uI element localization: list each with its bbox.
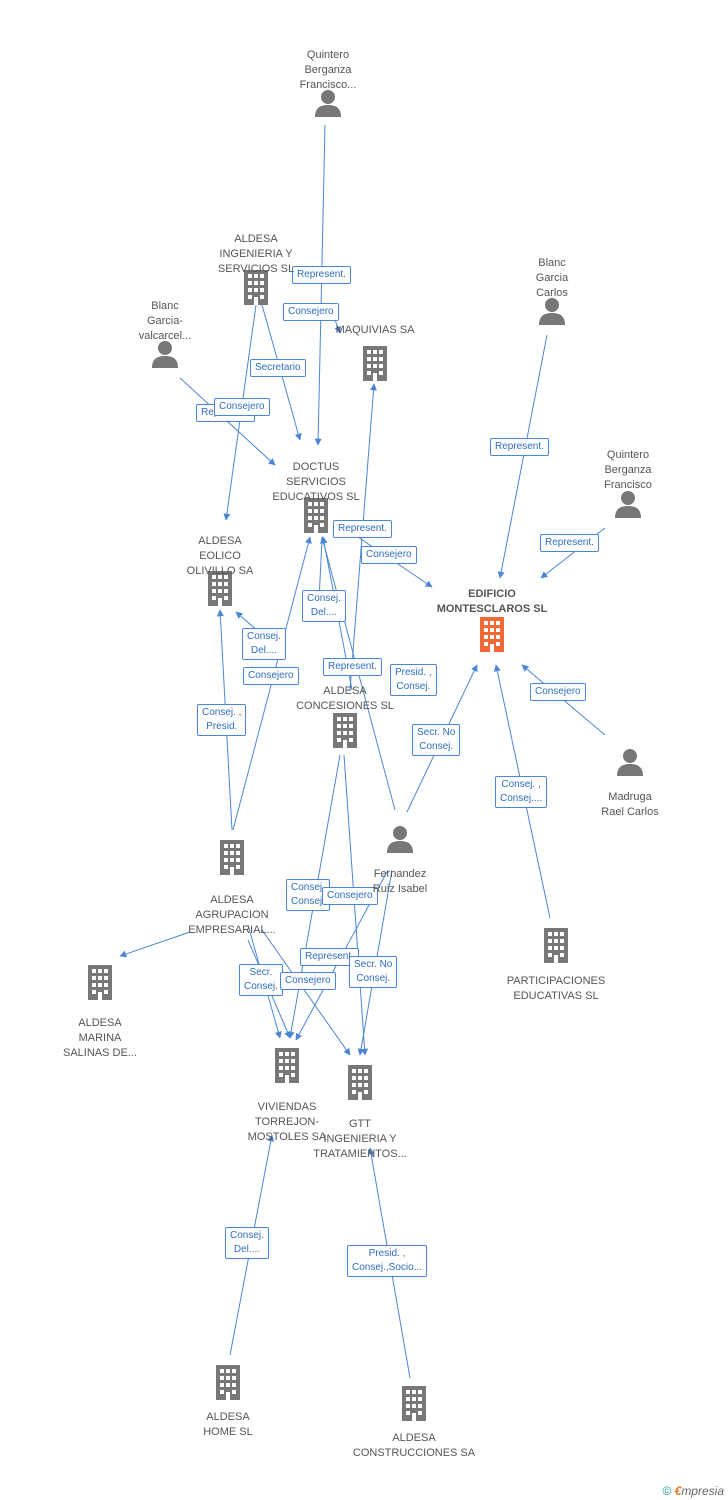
edge-line-4 [334, 319, 342, 334]
node-label-aldesa-marina[interactable]: ALDESA MARINA SALINAS DE... [63, 1017, 137, 1059]
node-label-aldesa-constr[interactable]: ALDESA CONSTRUCCIONES SA [352, 1432, 476, 1459]
edge-label[interactable]: Consejero [530, 683, 586, 701]
building-icon[interactable] [402, 1386, 426, 1421]
node-label-quintero2[interactable]: Quintero Berganza Francisco [604, 449, 652, 491]
edge-label[interactable]: Consej. Del.... [302, 590, 346, 622]
edge-label[interactable]: Consejero [322, 887, 378, 905]
node-label-aldesa-agr[interactable]: ALDESA AGRUPACION EMPRESARIAL... [188, 894, 276, 936]
node-label-doctus[interactable]: DOCTUS SERVICIOS EDUCATIVOS SL [272, 461, 360, 503]
building-icon[interactable] [544, 928, 568, 963]
node-label-gtt[interactable]: GTT INGENIERIA Y TRATAMIENTOS... [313, 1118, 407, 1160]
building-icon[interactable] [348, 1065, 372, 1100]
person-icon[interactable] [617, 749, 643, 776]
building-icon[interactable] [333, 713, 357, 748]
node-label-quintero1[interactable]: Quintero Berganza Francisco... [299, 49, 357, 91]
building-icon[interactable] [363, 346, 387, 381]
edge-label[interactable]: Presid. , Consej.,Socio... [347, 1245, 428, 1277]
node-label-participaciones[interactable]: PARTICIPACIONES EDUCATIVAS SL [506, 975, 606, 1002]
edge-line-extra-0 [119, 931, 191, 958]
person-icon[interactable] [152, 341, 178, 368]
building-icon[interactable] [220, 840, 244, 875]
edge-label[interactable]: Secr. Consej. [239, 964, 283, 996]
node-label-edificio[interactable]: EDIFICIO MONTESCLAROS SL [436, 588, 548, 615]
person-icon[interactable] [315, 90, 341, 117]
node-label-viviendas[interactable]: VIVIENDAS TORREJON- MOSTOLES SA [247, 1101, 327, 1143]
node-label-madruga[interactable]: Madruga Rael Carlos [601, 791, 659, 818]
edge-label[interactable]: Presid. , Consej. [390, 664, 437, 696]
node-label-blanc-gc[interactable]: Blanc Garcia Carlos [535, 257, 569, 299]
node-label-aldesa-conc[interactable]: ALDESA CONCESIONES SL [296, 685, 394, 712]
edge-label[interactable]: Consej. Del.... [242, 628, 286, 660]
node-label-fernandez[interactable]: Fernandez Ruiz Isabel [372, 868, 428, 895]
edge-label[interactable]: Consejero [283, 303, 339, 321]
footer-brand: © €mpresia [662, 1484, 724, 1498]
edge-line-20 [261, 929, 351, 1056]
person-icon[interactable] [539, 298, 565, 325]
copyright-symbol: © [662, 1484, 672, 1498]
edge-line-0 [314, 124, 326, 446]
edge-label[interactable]: Secr. No Consej. [412, 724, 461, 756]
node-label-blanc-gv[interactable]: Blanc Garcia- valcarcel... [138, 300, 192, 342]
edge-label[interactable]: Consejero [280, 972, 336, 990]
node-label-aldesa-eolico[interactable]: ALDESA EOLICO OLIVILLO SA [186, 535, 254, 577]
building-icon[interactable] [275, 1048, 299, 1083]
edge-label[interactable]: Secr. No Consej. [349, 956, 398, 988]
person-icon[interactable] [615, 491, 641, 518]
edge-line-6 [497, 334, 548, 579]
brand-logo-letter: € [674, 1484, 682, 1498]
edge-line-21 [343, 754, 369, 1056]
edge-label[interactable]: Consej. Del.... [225, 1227, 269, 1259]
edge-label[interactable]: Consejero [361, 546, 417, 564]
brand-name: mpresia [681, 1484, 724, 1498]
building-icon[interactable] [88, 965, 112, 1000]
edge-label[interactable]: Consej. , Presid. [197, 704, 247, 736]
edge-label[interactable]: Represent. [323, 658, 382, 676]
edge-label[interactable]: Consejero [214, 398, 270, 416]
edge-label[interactable]: Represent. [292, 266, 351, 284]
edge-label[interactable]: Represent. [490, 438, 549, 456]
edge-label[interactable]: Consejero [243, 667, 299, 685]
edge-label[interactable]: Represent. [540, 534, 599, 552]
node-label-aldesa-home[interactable]: ALDESA HOME SL [203, 1411, 253, 1438]
edge-label[interactable]: Represent. [333, 520, 392, 538]
edge-label[interactable]: Secretario [250, 359, 306, 377]
node-label-maquivias[interactable]: MAQUIVIAS SA [335, 324, 415, 336]
building-icon[interactable] [480, 617, 504, 652]
edge-label[interactable]: Consej. , Consej.... [495, 776, 548, 808]
building-icon[interactable] [216, 1365, 240, 1400]
node-label-aldesa-ing[interactable]: ALDESA INGENIERIA Y SERVICIOS SL [217, 233, 295, 275]
person-icon[interactable] [387, 826, 413, 853]
